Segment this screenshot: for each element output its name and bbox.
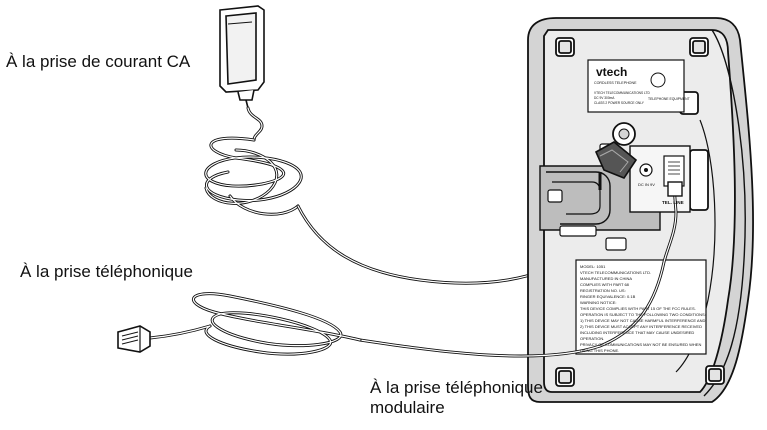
fcc-line: REGISTRATION NO. US: (580, 288, 626, 293)
rating-line-1: VTECH TELECOMMUNICATIONS LTD (594, 91, 650, 95)
rating-line-2: DC 9V 300mA (594, 96, 615, 100)
fcc-line: INCLUDING INTERFERENCE THAT MAY CAUSE UN… (580, 330, 694, 335)
brand-logo: vtech (596, 65, 627, 79)
ac-adapter (219, 5, 265, 109)
fcc-label (575, 259, 707, 355)
rating-label (587, 59, 685, 113)
tel-line-label: TEL. LINE (662, 200, 684, 205)
label-modular-phone-jack: À la prise téléphonique modulaire (370, 378, 543, 418)
fcc-line: WARNING NOTICE: (580, 300, 617, 305)
label-modular-line-2: modulaire (370, 398, 445, 417)
fcc-line: OPERATION IS SUBJECT TO THE FOLLOWING TW… (580, 312, 706, 317)
base-unit (527, 17, 754, 403)
fcc-line: 2) THIS DEVICE MUST ACCEPT ANY INTERFERE… (580, 324, 702, 329)
dc-plug (594, 141, 638, 190)
dc-in-label: DC IN 9V (638, 182, 655, 187)
fcc-line: RINGER EQUIVALENCE: 0.1B (580, 294, 636, 299)
fcc-line: MODEL: 1051 (580, 264, 606, 269)
fcc-line: THIS DEVICE COMPLIES WITH PART 15 OF THE… (580, 306, 696, 311)
telephone-line-cord (148, 184, 678, 358)
cert-text: TELEPHONE EQUIPMENT (648, 97, 690, 101)
tel-line-plug (667, 181, 683, 197)
label-ac-power-outlet: À la prise de courant CA (6, 52, 191, 71)
fcc-line: PRIVACY OF COMMUNICATIONS MAY NOT BE ENS… (580, 342, 701, 347)
model-line: CORDLESS TELEPHONE (594, 81, 637, 85)
fcc-line: VTECH TELECOMMUNICATIONS LTD. (580, 270, 651, 275)
fcc-line: 1) THIS DEVICE MAY NOT CAUSE HARMFUL INT… (580, 318, 705, 323)
fcc-line: USING THIS PHONE. (580, 348, 619, 353)
fcc-label-text: MODEL: 1051 VTECH TELECOMMUNICATIONS LTD… (580, 264, 706, 353)
fcc-line: MANUFACTURED IN CHINA (580, 276, 632, 281)
label-modular-line-1: À la prise téléphonique (370, 378, 543, 397)
fcc-line: OPERATION. (580, 336, 604, 341)
label-phone-jack: À la prise téléphonique (20, 262, 193, 281)
modular-plug (117, 325, 151, 353)
rating-line-3: CLASS 2 POWER SOURCE ONLY (594, 101, 645, 105)
fcc-line: COMPLIES WITH PART 68 (580, 282, 630, 287)
